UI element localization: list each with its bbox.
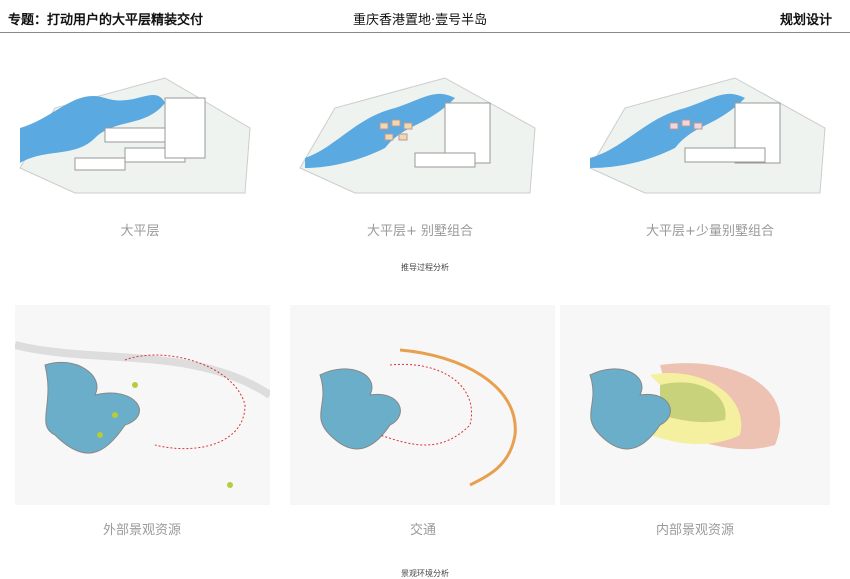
- section-title: 规划设计: [780, 13, 833, 28]
- caption-internal-landscape: 内部景观资源: [655, 523, 734, 538]
- caption-traffic: 交通: [409, 523, 436, 538]
- map-external-landscape: [15, 305, 270, 505]
- subtitle-derivation: 推导过程分析: [401, 263, 449, 272]
- massing-image-flat: [19, 77, 251, 194]
- topic-title: 专题：打动用户的大平层精装交付: [8, 13, 204, 28]
- caption-villa: 大平层+ 别墅组合: [366, 224, 474, 239]
- header: 专题：打动用户的大平层精装交付 重庆香港置地·壹号半岛 规划设计: [0, 0, 850, 33]
- map-traffic: [290, 305, 555, 505]
- caption-external-landscape: 外部景观资源: [102, 523, 181, 538]
- map-internal-landscape: [560, 305, 830, 505]
- caption-mixed: 大平层+少量别墅组合: [646, 224, 774, 239]
- project-name: 重庆香港置地·壹号半岛: [353, 13, 488, 28]
- massing-image-villa: [299, 77, 536, 194]
- caption-flat: 大平层: [120, 224, 160, 239]
- subtitle-environment: 景观环境分析: [401, 569, 449, 578]
- massing-image-mixed: [589, 77, 826, 194]
